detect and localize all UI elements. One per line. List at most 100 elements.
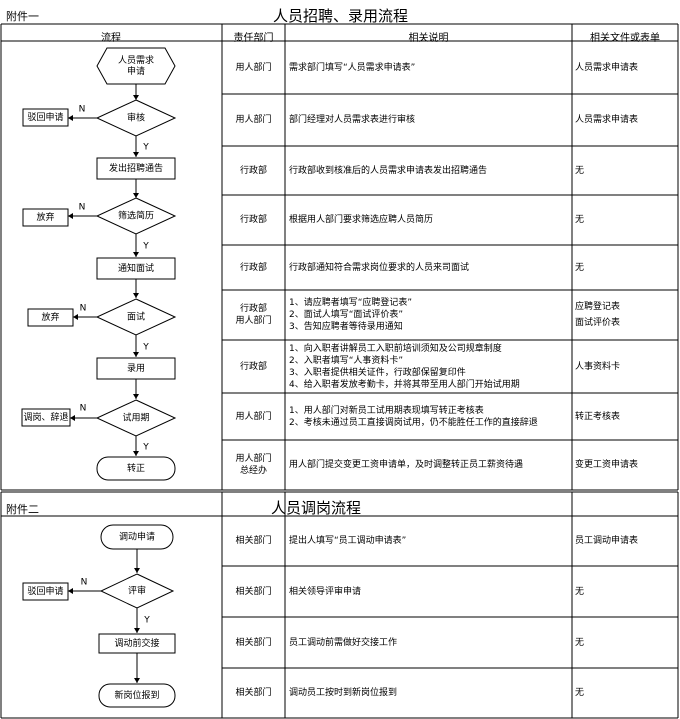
arrow-head bbox=[68, 588, 73, 594]
side-box bbox=[22, 208, 69, 227]
arrow-head bbox=[133, 352, 139, 357]
desc-line: 行政部收到核准后的人员需求申请表发出招聘通告 bbox=[289, 165, 488, 176]
no-label: N bbox=[79, 105, 86, 115]
annex1-dept-6: 行政部 bbox=[239, 361, 267, 372]
desc-line: 调动员工按时到新岗位报到 bbox=[289, 688, 398, 698]
annex1-doc-1: 人员需求申请表 bbox=[575, 94, 677, 146]
arrow-head bbox=[133, 451, 139, 456]
desc-line: 2、入职者填写“人事资料卡” bbox=[289, 355, 404, 366]
annex2-desc-3: 调动员工按时到新岗位报到 bbox=[289, 668, 569, 718]
annex2-title: 人员调岗流程 bbox=[271, 499, 362, 517]
annex2-label: 附件二 bbox=[6, 503, 39, 516]
terminal-shape bbox=[96, 456, 176, 481]
side-label: 放弃 bbox=[41, 311, 59, 323]
doc-name: 员工调动申请表 bbox=[575, 536, 639, 546]
annex1-desc-2: 行政部收到核准后的人员需求申请表发出招聘通告 bbox=[289, 146, 569, 195]
doc-name: 人员需求申请表 bbox=[575, 115, 639, 125]
annex2-desc-2: 员工调动前需做好交接工作 bbox=[289, 617, 569, 668]
doc-name: 无 bbox=[575, 262, 585, 273]
arrow-head bbox=[68, 213, 73, 219]
desc-line: 员工调动前需做好交接工作 bbox=[289, 637, 398, 648]
side-label: 放弃 bbox=[36, 211, 54, 223]
doc-name: 无 bbox=[575, 637, 585, 648]
doc-name: 面试评价表 bbox=[575, 318, 621, 328]
yes-label: Y bbox=[143, 616, 150, 626]
node-label: 筛选简历 bbox=[118, 210, 154, 222]
arrow-head bbox=[70, 415, 75, 421]
yes-label: Y bbox=[142, 343, 149, 353]
annex2-dept-2: 相关部门 bbox=[235, 637, 272, 648]
annex1-doc-8: 变更工资申请表 bbox=[575, 440, 677, 490]
node-label: 调动前交接 bbox=[114, 637, 159, 649]
annex2-dept-0: 相关部门 bbox=[235, 536, 272, 546]
desc-line: 4、给入职者发放考勤卡，并将其带至用人部门开始试用期 bbox=[289, 379, 520, 390]
annex2-dept-1: 相关部门 bbox=[235, 586, 272, 597]
arrow-head bbox=[133, 152, 139, 157]
annex2-doc-2: 无 bbox=[575, 617, 677, 668]
annex1-desc-1: 部门经理对人员需求表进行审核 bbox=[289, 94, 569, 146]
node-label: 调动申请 bbox=[119, 531, 155, 543]
desc-line: 根据用人部门要求筛选应聘人员简历 bbox=[289, 215, 434, 225]
desc-line: 部门经理对人员需求表进行审核 bbox=[289, 115, 416, 125]
node-label: 发出招聘通告 bbox=[109, 162, 163, 174]
arrow-head bbox=[133, 293, 139, 298]
desc-line: 1、请应聘者填写“应聘登记表” bbox=[289, 298, 413, 308]
doc-name: 无 bbox=[575, 688, 585, 698]
annex2-doc-3: 无 bbox=[575, 668, 677, 718]
arrow-head bbox=[73, 314, 78, 320]
desc-line: 3、告知应聘者等待录用通知 bbox=[289, 322, 403, 332]
header-dept: 责任部门 bbox=[233, 33, 274, 44]
annex1-dept-7: 用人部门 bbox=[235, 411, 272, 422]
annex1-doc-4: 无 bbox=[575, 245, 677, 290]
node-label: 审核 bbox=[127, 112, 145, 124]
arrow-head bbox=[134, 568, 140, 573]
annex1-desc-3: 根据用人部门要求筛选应聘人员简历 bbox=[289, 195, 569, 245]
annex1-doc-6: 人事资料卡 bbox=[575, 340, 677, 393]
yes-label: Y bbox=[142, 143, 149, 153]
node-label: 面试 bbox=[127, 311, 145, 323]
doc-name: 无 bbox=[575, 215, 585, 225]
desc-line: 用人部门提交变更工资申请单，及时调整转正员工薪资待遇 bbox=[289, 460, 524, 470]
annex2-doc-1: 无 bbox=[575, 566, 677, 617]
annex1-label: 附件一 bbox=[6, 10, 39, 23]
arrow-head bbox=[68, 115, 73, 121]
yes-label: Y bbox=[142, 443, 149, 453]
doc-name: 人员需求申请表 bbox=[575, 62, 639, 73]
yes-label: Y bbox=[142, 242, 149, 252]
annex1-doc-0: 人员需求申请表 bbox=[575, 41, 677, 94]
arrow-head bbox=[133, 193, 139, 198]
node-label: 通知面试 bbox=[118, 262, 154, 274]
annex1-dept-3: 行政部 bbox=[239, 215, 267, 225]
arrow-head bbox=[134, 628, 140, 633]
annex1-doc-7: 转正考核表 bbox=[575, 393, 677, 440]
side-label: 驳回申请 bbox=[27, 111, 63, 123]
side-label: 驳回申请 bbox=[27, 585, 63, 597]
annex1-dept-5: 行政部 用人部门 bbox=[235, 304, 272, 326]
arrow-head bbox=[133, 95, 139, 100]
node-label: 试用期 bbox=[122, 412, 149, 424]
arrow-head bbox=[133, 252, 139, 257]
annex1-dept-2: 行政部 bbox=[239, 165, 267, 176]
annex2-doc-0: 员工调动申请表 bbox=[575, 516, 677, 566]
doc-name: 无 bbox=[575, 586, 585, 597]
desc-line: 需求部门填写“人员需求申请表” bbox=[289, 62, 416, 73]
doc-name: 无 bbox=[575, 165, 585, 176]
doc-name: 转正考核表 bbox=[575, 411, 621, 422]
header-desc: 相关说明 bbox=[408, 33, 449, 44]
annex1-desc-8: 用人部门提交变更工资申请单，及时调整转正员工薪资待遇 bbox=[289, 440, 569, 490]
desc-line: 提出人填写“员工调动申请表” bbox=[289, 536, 407, 546]
arrow-head bbox=[133, 394, 139, 399]
desc-line: 行政部通知符合需求岗位要求的人员来司面试 bbox=[289, 262, 470, 273]
annex1-dept-0: 用人部门 bbox=[235, 62, 272, 73]
no-label: N bbox=[80, 304, 87, 314]
annex1-doc-5: 应聘登记表面试评价表 bbox=[575, 290, 677, 340]
annex1-dept-1: 用人部门 bbox=[235, 115, 272, 125]
annex1-doc-2: 无 bbox=[575, 146, 677, 195]
doc-name: 变更工资申请表 bbox=[575, 460, 639, 470]
annex1-dept-8: 用人部门 总经办 bbox=[235, 454, 272, 476]
annex1-desc-0: 需求部门填写“人员需求申请表” bbox=[289, 41, 569, 94]
side-label: 调岗、辞退 bbox=[23, 411, 68, 423]
no-label: N bbox=[80, 404, 87, 414]
